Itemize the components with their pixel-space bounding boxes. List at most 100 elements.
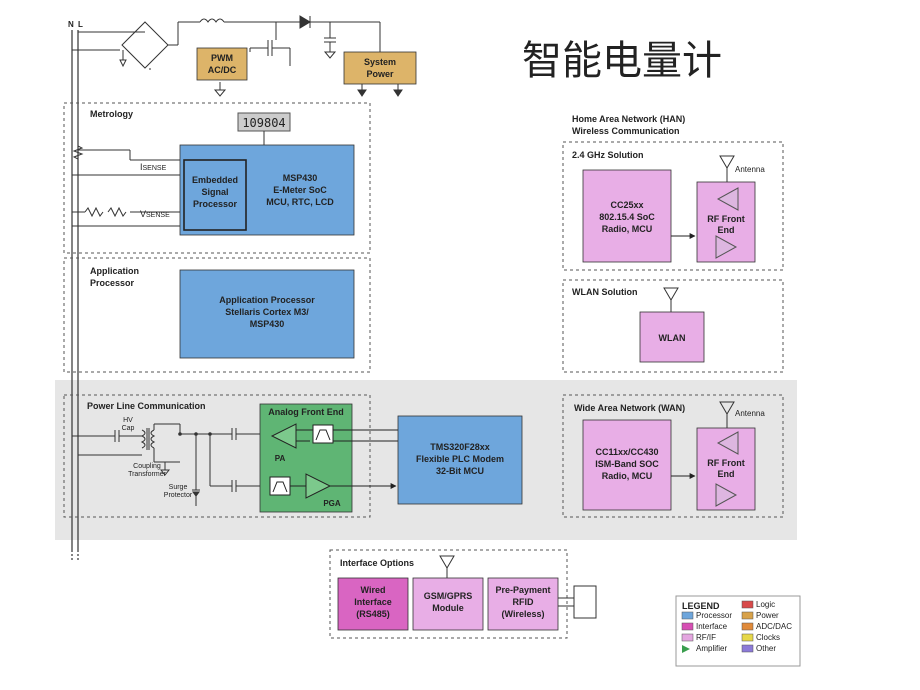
hv-cap-label-1: HV [123,417,133,424]
modem-label-3: 32-Bit MCU [436,466,484,476]
pa-amplifier-icon [270,423,297,449]
lcd-display-value: 109804 [242,116,285,130]
legend-swatch-interface [681,622,694,631]
wan-rf-label-2: End [718,469,735,479]
cc25-label-2: 802.15.4 SoC [599,212,655,222]
cc25-label-1: CC25xx [610,200,643,210]
cc11-label-1: CC11xx/CC430 [595,447,658,457]
wan-antenna-icon [719,401,735,428]
wlan-solution-section [562,279,784,373]
legend-label-interface: Interface [696,622,728,631]
han-rf-amp-right-icon [715,235,738,259]
cc11-label-3: Radio, MCU [602,471,653,481]
tms320-plc-modem-block [397,415,523,505]
legend-swatch-clocks [741,633,754,642]
metrology-section [63,102,371,254]
legend-title: LEGEND [682,601,720,611]
cc11-label-2: ISM-Band SOC [595,459,659,469]
legend-label-logic: Logic [756,600,775,609]
legend-swatch-logic [741,600,754,609]
legend-label-amplifier: Amplifier [696,644,727,653]
prepay-label-3: (Wireless) [502,609,545,619]
plc-section [63,394,371,518]
dsp-label-1: Embedded [192,175,238,185]
cc25-label-3: Radio, MCU [602,224,653,234]
legend-box [675,595,801,667]
legend-items: ProcessorInterfaceRF/IFAmplifierLogicPow… [681,600,792,653]
rail-n-label: N [68,20,74,29]
power-rails [71,30,79,562]
legend-label-power: Power [756,611,779,620]
gsm-gprs-block [412,577,484,631]
metrology-label: Metrology [90,109,133,119]
wired-label-3: (RS485) [356,609,390,619]
wlan-label: WLAN [659,333,686,343]
application-processor-block [179,269,355,359]
vsense-label: VSENSE [140,209,170,219]
rectifier-circuit [72,15,403,97]
legend-swatch-power [741,611,754,620]
gsm-label-1: GSM/GPRS [424,591,473,601]
interface-options-label: Interface Options [340,558,414,568]
isense-label: ISENSE [140,162,167,172]
gsm-label-2: Module [432,603,464,613]
legend-label-processor: Processor [696,611,732,620]
soc-label-1: MSP430 [283,173,318,183]
wan-antenna-label: Antenna [735,409,765,418]
modem-label-2: Flexible PLC Modem [416,454,504,464]
legend-label-adcdac: ADC/DAC [756,622,792,631]
wan-label: Wide Area Network (WAN) [574,403,685,413]
modem-label-1: TMS320F28xx [430,442,490,452]
tx-filter-icon [312,424,334,444]
coupling-label-2: Transformer [128,471,167,478]
rail-l-label: L [78,20,83,29]
legend-swatch-processor [681,611,694,620]
app-section-label-2: Processor [90,278,135,288]
prepay-label-1: Pre-Payment [495,585,550,595]
legend-swatch-other [741,644,754,653]
han-rf-label-2: End [718,225,735,235]
dsp-label-3: Processor [193,199,238,209]
wired-interface-block [337,577,409,631]
han-heading-2: Wireless Communication [572,126,679,136]
surge-label-1: Surge [169,484,188,491]
dsp-label-2: Signal [201,187,228,197]
afe-label: Analog Front End [268,407,344,417]
legend-label-clocks: Clocks [756,633,780,642]
interface-options-section [329,549,568,639]
app-box-label-1: Application Processor [219,295,315,305]
afe-internal-wiring [290,429,398,487]
embedded-signal-processor-block [183,159,247,231]
cc25xx-block [582,169,672,263]
han-rf-amp-left-icon [716,187,739,211]
han-antenna-label: Antenna [735,165,765,174]
han-heading-1: Home Area Network (HAN) [572,114,685,124]
wlan-block [639,311,705,363]
system-power-label-1: System [364,57,396,67]
prepayment-rfid-block [487,577,559,631]
ghz-solution-label: 2.4 GHz Solution [572,150,644,160]
wan-rf-amp-right-icon [715,483,738,507]
legend-label-other: Other [756,644,776,653]
application-processor-section [63,257,371,373]
acdc-label: AC/DC [208,65,237,75]
ghz-solution-section [562,141,784,271]
legend-swatch-amplifier [682,645,690,653]
wlan-antenna-icon [663,287,679,312]
app-section-label-1: Application [90,266,139,276]
sense-wiring [72,140,180,227]
prepay-label-2: RFID [513,597,534,607]
coupling-label-1: Coupling [133,463,161,470]
rx-filter-icon [269,476,291,496]
system-power-block [343,51,417,85]
wan-rf-amp-left-icon [716,431,739,455]
wired-label-1: Wired [361,585,386,595]
soc-label-2: E-Meter SoC [273,185,327,195]
han-antenna-icon [719,155,735,182]
plc-label: Power Line Communication [87,401,206,411]
plc-coupling-circuit [72,423,270,506]
app-box-label-2: Stellaris Cortex M3/ [225,307,309,317]
legend-swatch-rfif [681,633,694,642]
pa-label: PA [275,454,286,463]
